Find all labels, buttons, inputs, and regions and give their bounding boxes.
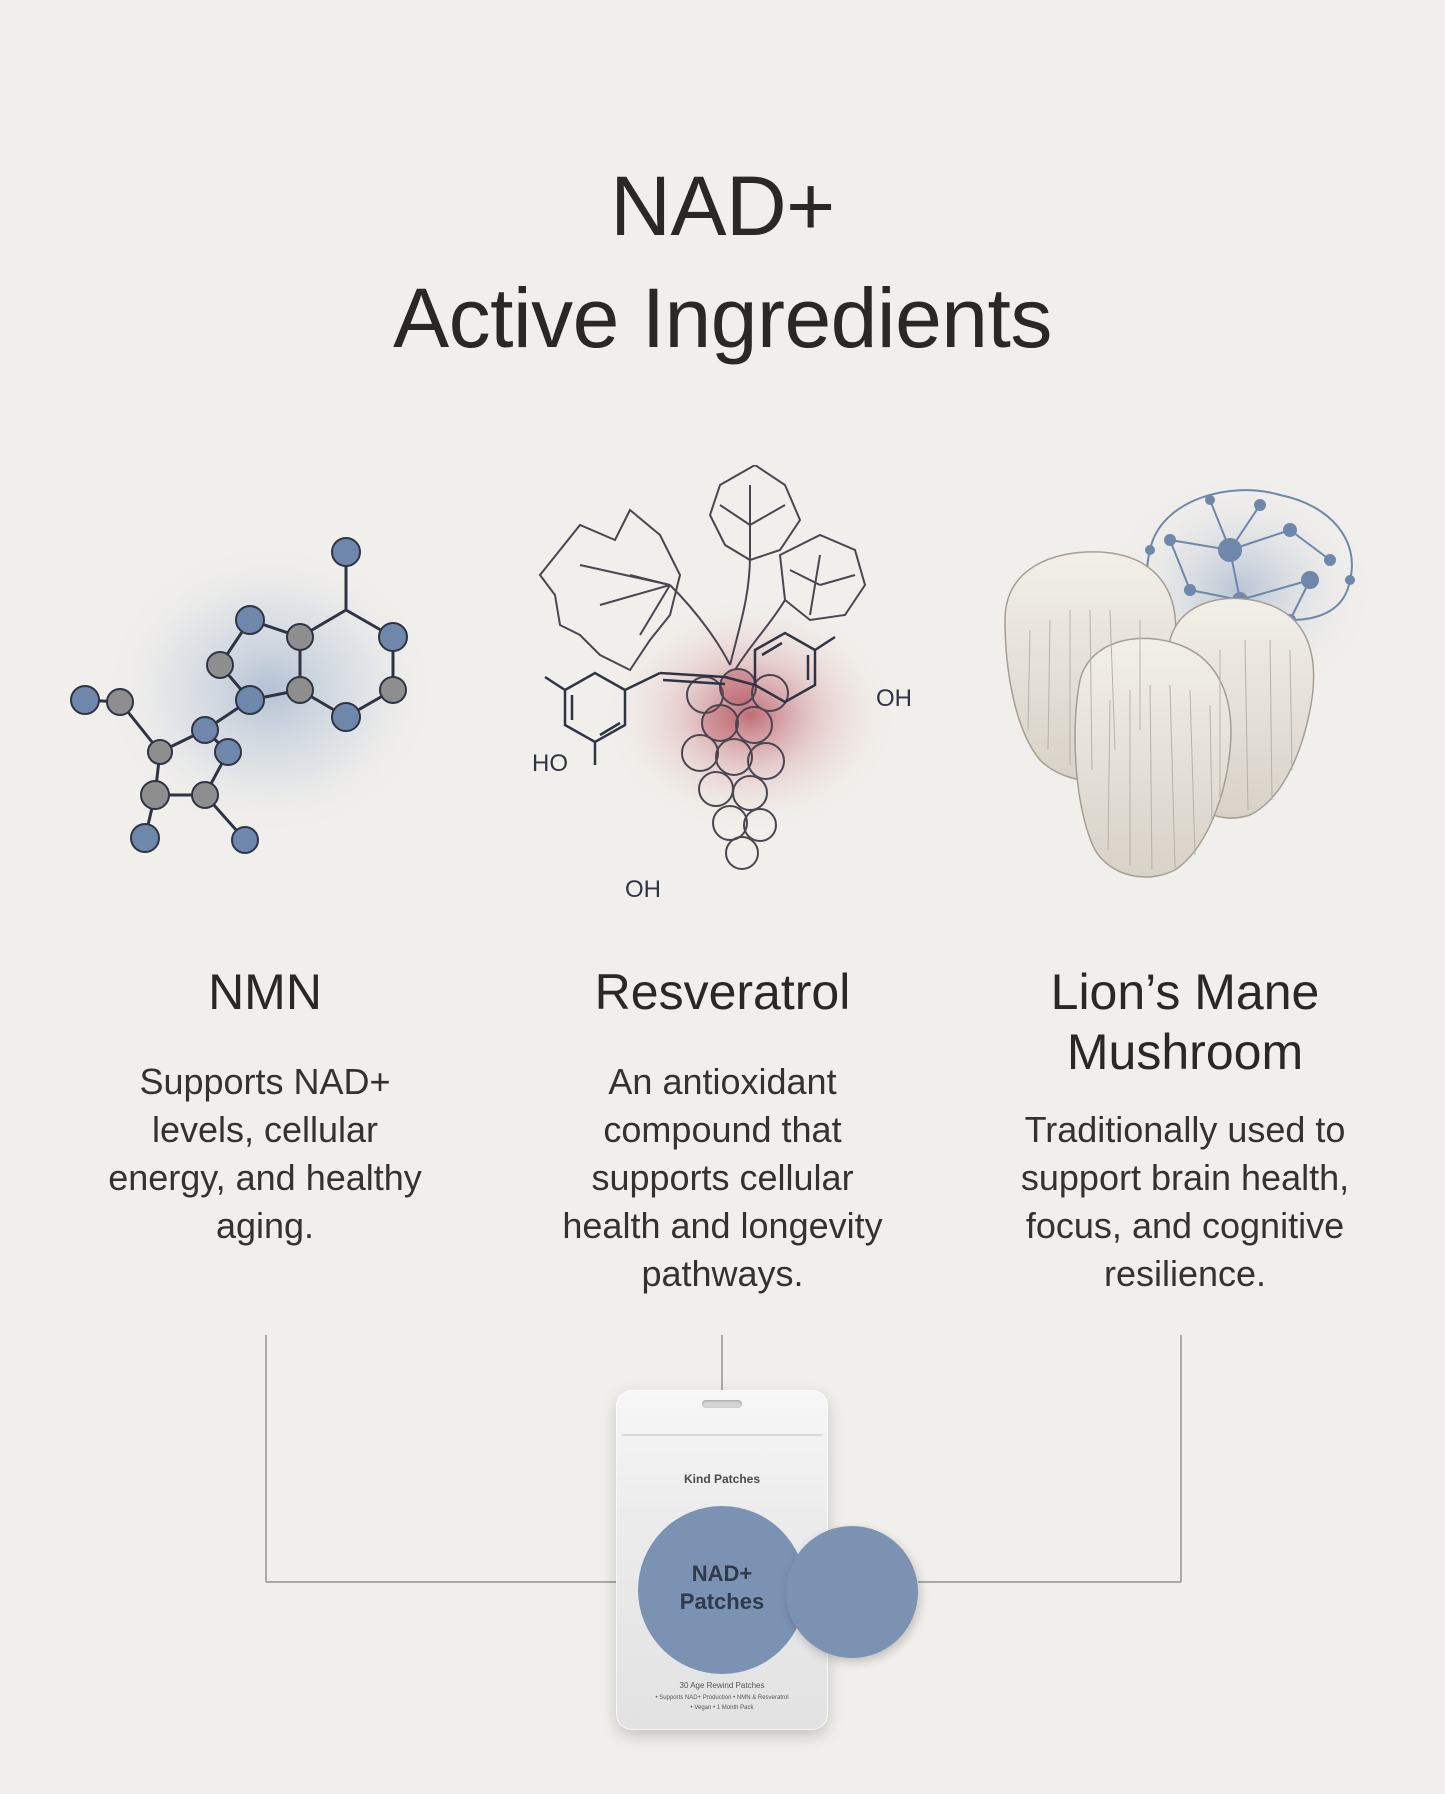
grape-leaf [538, 508, 682, 672]
molecule-label-oh-right: OH [876, 685, 912, 712]
resveratrol-grape-illustration [538, 465, 900, 870]
molecule-label-ho-left: HO [532, 750, 568, 777]
atom [191, 716, 219, 744]
atom [235, 685, 265, 715]
benzene-ring [563, 671, 627, 744]
atom [70, 685, 100, 715]
product-pouch: Kind Patches NAD+ Patches 30 Age Rewind … [616, 1390, 918, 1730]
pouch-hang-hole [702, 1400, 742, 1408]
molecule-label-oh-bottom: OH [625, 876, 661, 903]
grape [725, 836, 759, 870]
patch-label-line2: Patches [679, 1589, 765, 1614]
grape [743, 808, 777, 842]
patch-small [786, 1526, 918, 1658]
ingredient-description-lions-mane: Traditionally used to support brain heal… [1020, 1109, 1350, 1294]
atom [286, 623, 314, 651]
ingredient-title-lions-mane-line1: Lion’s Mane [1050, 964, 1320, 1020]
patch-label-line1: NAD+ [691, 1561, 753, 1586]
atom [231, 826, 259, 854]
patch-label: NAD+ Patches [638, 1560, 806, 1616]
network-node [1301, 571, 1319, 589]
grape [715, 738, 753, 776]
ingredient-title-nmn: NMN [208, 964, 322, 1020]
atom [378, 622, 408, 652]
network-node [1345, 575, 1355, 585]
atom [206, 651, 234, 679]
lions-mane-illustration [1004, 470, 1370, 878]
network-node [1145, 545, 1155, 555]
pouch-bullets-line1: • Supports NAD+ Production • NMN & Resve… [655, 1695, 789, 1701]
atom [140, 780, 170, 810]
atom [286, 676, 314, 704]
page-title-line1: NAD+ [610, 159, 835, 253]
pouch-subtitle: 30 Age Rewind Patches [679, 1681, 765, 1690]
page-title: NAD+ Active Ingredients [0, 150, 1445, 374]
grape [735, 706, 773, 744]
grape [712, 805, 748, 841]
atom [147, 739, 173, 765]
brand-label: Kind Patches [683, 1472, 761, 1486]
pouch-seal [622, 1434, 822, 1436]
mushroom-front [1074, 637, 1232, 878]
atom [379, 676, 407, 704]
grape [751, 674, 789, 712]
grape [732, 775, 768, 811]
patch-large [638, 1506, 806, 1674]
network-node [1283, 523, 1297, 537]
network-node [1184, 584, 1196, 596]
ingredient-title-resveratrol: Resveratrol [594, 964, 851, 1020]
network-node [1164, 534, 1176, 546]
page-title-line2: Active Ingredients [393, 271, 1052, 365]
atom [214, 738, 242, 766]
brain-network-icon [1145, 489, 1353, 668]
grape [681, 734, 719, 772]
grape-leaf [778, 533, 867, 622]
ingredient-title-lions-mane-line2: Mushroom [1066, 1024, 1304, 1080]
network-node [1205, 495, 1215, 505]
resveratrol-glow [600, 595, 900, 835]
network-node [1254, 499, 1266, 511]
ingredient-description-nmn: Supports NAD+ levels, cellular energy, a… [108, 1061, 422, 1246]
atom [130, 823, 160, 853]
mushroom-spines [1027, 609, 1293, 871]
grape [701, 704, 739, 742]
network-node [1324, 554, 1336, 566]
network-node [1218, 538, 1242, 562]
pouch-bullets-line2: • Vegan • 1 Month Pack [690, 1705, 754, 1711]
grape-leaf [708, 465, 802, 562]
grape [747, 742, 785, 780]
atom [191, 781, 219, 809]
atom [331, 537, 361, 567]
ingredient-title-lions-mane: Lion’s Mane Mushroom [975, 962, 1395, 1082]
atom [331, 702, 361, 732]
nmn-molecule-illustration [70, 537, 440, 854]
ingredient-description-resveratrol: An antioxidant compound that supports ce… [562, 1061, 883, 1294]
atom [106, 688, 134, 716]
atom [235, 605, 265, 635]
